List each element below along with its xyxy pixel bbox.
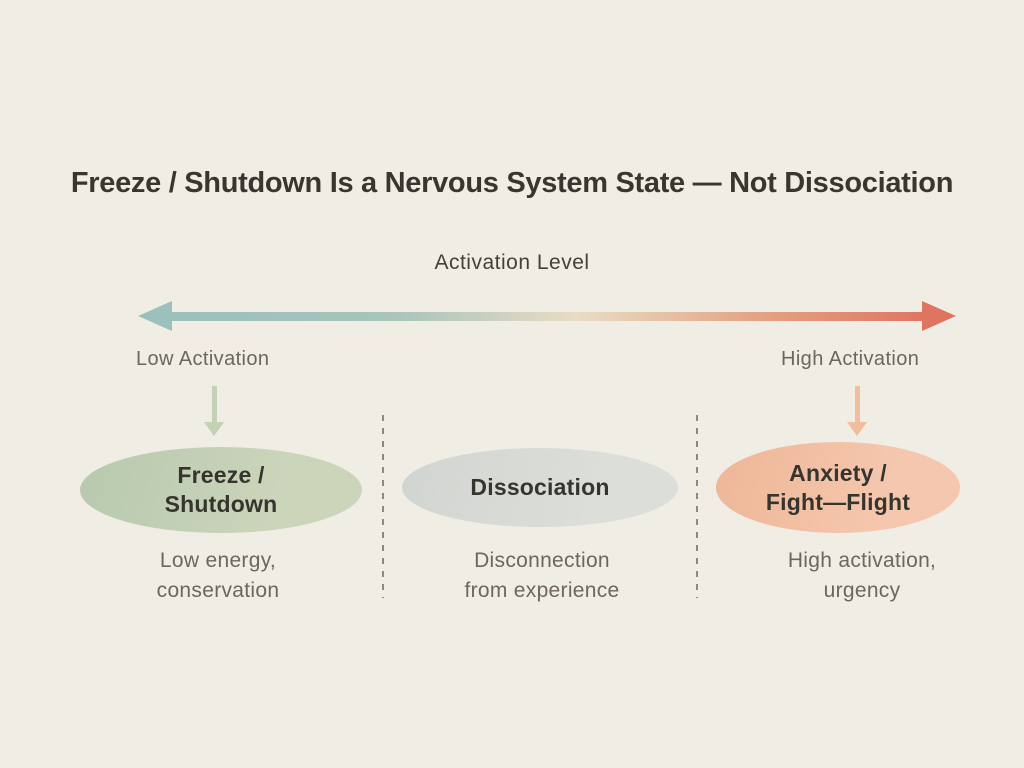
dashed-separator-right	[696, 415, 698, 598]
down-arrow-tip	[204, 422, 224, 436]
axis-title: Activation Level	[434, 251, 590, 274]
down-arrow-stem	[854, 386, 860, 422]
diagram-title: Freeze / Shutdown Is a Nervous System St…	[70, 167, 954, 199]
state-ellipse-anxiety-fight-flight: Anxiety / Fight—Flight	[716, 442, 960, 533]
down-arrow-tip	[847, 422, 867, 436]
arrow-gradient-shaft	[164, 312, 930, 321]
state-ellipse-dissociation: Dissociation	[402, 448, 678, 527]
dashed-separator-left	[382, 415, 384, 598]
arrow-right-head-icon	[922, 301, 956, 331]
state-description-dissociation: Disconnection from experience	[464, 549, 620, 602]
down-arrow-low-icon	[204, 386, 224, 436]
state-description-freeze-shutdown: Low energy, conservation	[156, 549, 280, 602]
state-description-anxiety-fight-flight: High activation, urgency	[787, 549, 937, 602]
high-activation-label: High Activation	[781, 348, 920, 370]
down-arrow-high-icon	[847, 386, 867, 436]
state-ellipse-freeze-shutdown: Freeze / Shutdown	[80, 447, 362, 533]
low-activation-label: Low Activation	[136, 348, 270, 370]
activation-axis-arrow	[138, 301, 956, 331]
down-arrow-stem	[211, 386, 217, 422]
